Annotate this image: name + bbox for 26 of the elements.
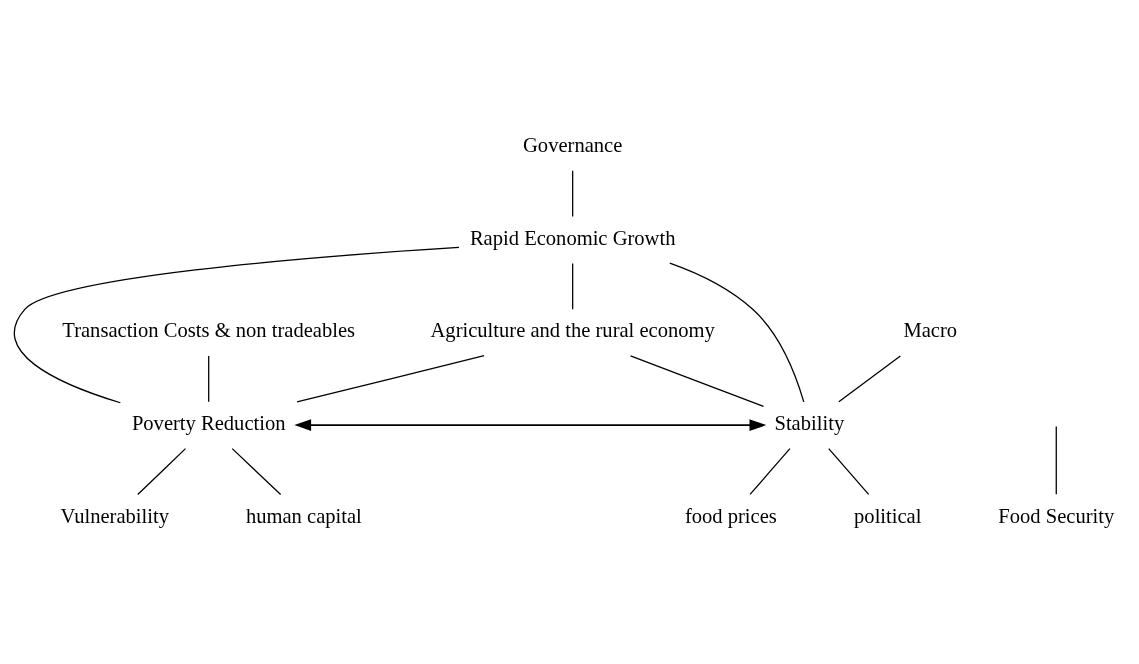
connector — [669, 262, 805, 402]
connector — [629, 354, 765, 407]
connector — [572, 262, 574, 310]
node-text: Rapid Economic Growth — [469, 226, 676, 249]
node-text: political — [854, 504, 922, 527]
node-text: Vulnerability — [60, 504, 170, 527]
node-text: Agriculture and the rural economy — [430, 318, 715, 341]
node-text: Poverty Reduction — [131, 411, 286, 434]
connector — [572, 169, 574, 217]
connector — [208, 354, 210, 402]
connector — [137, 447, 187, 495]
node-text: Food Security — [998, 504, 1115, 527]
connector — [828, 447, 870, 495]
connector — [749, 447, 791, 495]
node-text: Stability — [774, 411, 845, 434]
connector — [13, 246, 460, 403]
node-text: Macro — [903, 318, 958, 341]
node-text: Transaction Costs & non tradeables — [62, 318, 356, 341]
connector — [231, 447, 282, 495]
connector — [296, 354, 485, 403]
node-text: human capital — [245, 504, 362, 527]
arrow — [294, 418, 767, 431]
connector — [838, 354, 901, 402]
node-text: food prices — [684, 504, 777, 527]
connector — [1055, 425, 1057, 495]
node-text: Governance — [523, 133, 623, 156]
